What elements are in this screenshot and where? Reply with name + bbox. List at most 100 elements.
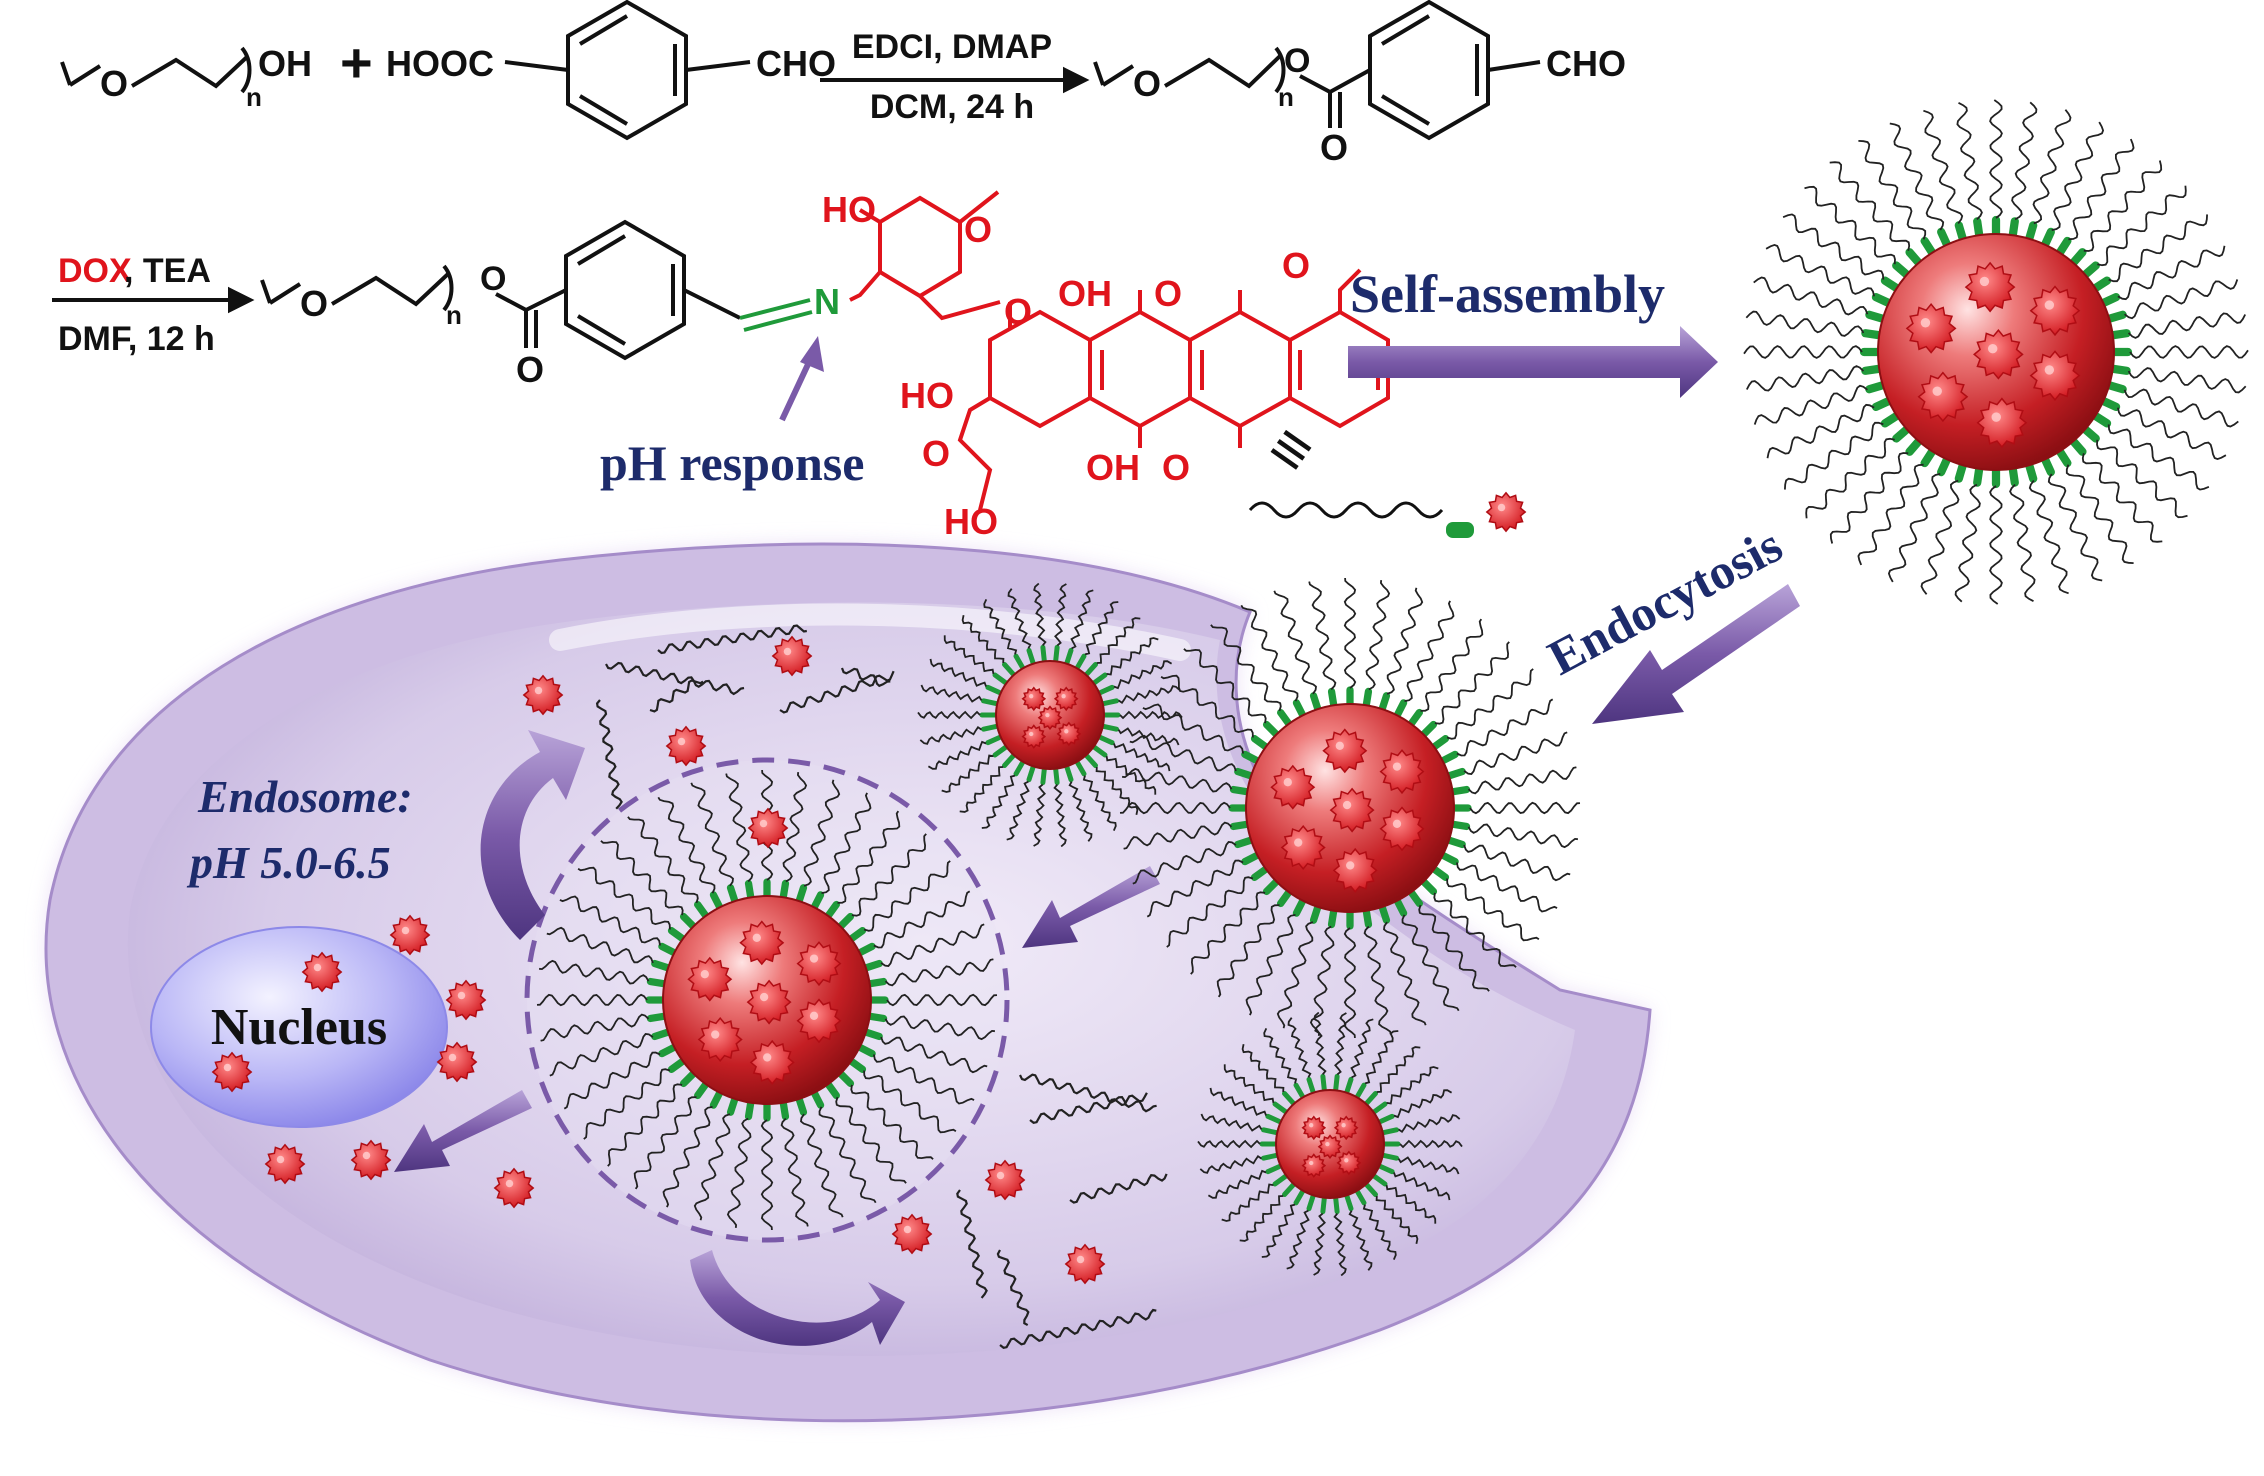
drug-molecule xyxy=(697,1017,743,1062)
drug-molecule xyxy=(1905,303,1957,354)
drug-molecule xyxy=(1973,329,2024,380)
imine-n: N xyxy=(814,281,840,322)
svg-text:O: O xyxy=(1282,245,1310,286)
polymer-chain xyxy=(1019,1073,1157,1113)
reactant1-n: n xyxy=(246,82,262,112)
polymer-legend xyxy=(1248,501,1474,538)
svg-text:O: O xyxy=(100,63,128,104)
dox-o-quinone-bottom: O xyxy=(1162,447,1190,488)
drug-molecule xyxy=(1280,825,1326,870)
endocytosis-arrow xyxy=(1592,584,1800,724)
curved-arrow-endosome xyxy=(480,730,585,940)
polymer-chain xyxy=(657,624,807,655)
micelles xyxy=(536,99,2249,1277)
product2-ester-o: O xyxy=(480,260,506,298)
drug-molecule xyxy=(796,998,842,1044)
scheme-row1-text: O OH n + HOOC CHO EDCI, DMAP DCM, 24 h O… xyxy=(100,28,1626,168)
hooc-label: HOOC xyxy=(386,43,494,84)
ph-response-arrow xyxy=(779,358,813,422)
drug-molecule xyxy=(1317,1134,1343,1160)
free-drugs xyxy=(211,491,1527,1285)
scheme-row2 xyxy=(52,219,741,361)
polymer-chain xyxy=(649,679,704,713)
micelle xyxy=(917,582,1183,848)
drug-molecule xyxy=(665,725,707,767)
equivalent-symbol: ≡ xyxy=(1256,409,1328,489)
drug-molecule xyxy=(1056,721,1082,747)
micelle xyxy=(1119,577,1581,1039)
endosome-label: Endosome: pH 5.0-6.5 xyxy=(186,771,413,888)
polymer-chain xyxy=(996,1249,1030,1327)
svg-text:O: O xyxy=(922,433,950,474)
nucleus: Nucleus xyxy=(150,926,448,1128)
arrow-to-nucleus xyxy=(394,1090,532,1172)
drug-molecule xyxy=(301,951,343,993)
drug-molecule xyxy=(1021,724,1047,749)
polymer-chain xyxy=(1069,1173,1168,1204)
polymer-chain xyxy=(956,1189,988,1299)
svg-text:O: O xyxy=(1133,63,1161,104)
dox-oh-lower: OH xyxy=(1086,447,1140,488)
svg-text:O: O xyxy=(964,209,992,250)
svg-text:O: O xyxy=(300,283,328,324)
drug-molecule xyxy=(1379,749,1425,795)
drug-molecule xyxy=(1964,261,2016,313)
self-assembly-label: Self-assembly xyxy=(1350,264,1665,324)
micelle xyxy=(1197,1011,1463,1277)
drug-molecule xyxy=(1053,686,1079,712)
product2-carbonyl-o: O xyxy=(516,349,544,390)
drug-molecule xyxy=(2029,350,2081,401)
drug-molecule xyxy=(1329,787,1375,833)
drug-molecule xyxy=(445,979,487,1021)
endocytosis-label: Endocytosis xyxy=(1539,516,1791,685)
drug-molecule xyxy=(1379,806,1425,852)
dmf-conditions: DMF, 12 h xyxy=(58,320,215,358)
drug-molecule xyxy=(2029,285,2081,337)
drug-molecule xyxy=(264,1143,306,1185)
drug-molecule xyxy=(1485,491,1527,533)
drug-molecule xyxy=(1021,686,1047,712)
drug-molecule xyxy=(1037,705,1063,731)
dox-labels: HO O O OH O O HO OH O O HO xyxy=(822,189,1310,542)
drug-molecule xyxy=(687,956,733,1002)
endocytosis-step: Endocytosis xyxy=(1539,516,1800,724)
drug-molecule xyxy=(747,807,789,849)
drug-molecule xyxy=(1332,847,1378,893)
product2-n: n xyxy=(446,300,462,330)
dox-ho-bottom: HO xyxy=(944,501,998,542)
cell-highlight xyxy=(549,603,1191,661)
polymer-chain xyxy=(840,667,891,688)
drug-molecule xyxy=(389,914,431,956)
polymer-chain xyxy=(595,699,623,810)
scheme-row1 xyxy=(60,0,1541,141)
drug-molecule xyxy=(984,1159,1026,1201)
drug-molecule xyxy=(891,1213,933,1255)
self-assembly-step: Self-assembly xyxy=(1348,264,1718,398)
arrow-into-endosome xyxy=(1022,866,1160,948)
drug-molecule xyxy=(1336,1150,1362,1176)
drug-molecule xyxy=(1917,371,1969,423)
dox-reagent: DOX xyxy=(58,252,132,290)
curved-arrow-bottom xyxy=(690,1250,905,1346)
micelle xyxy=(536,769,998,1231)
drug-molecule xyxy=(350,1139,392,1181)
dox-ho-top: HO xyxy=(822,189,876,230)
drug-molecule xyxy=(1976,397,2028,449)
drug-molecule xyxy=(1064,1243,1106,1285)
drug-molecule xyxy=(1333,1115,1359,1141)
drug-molecule xyxy=(436,1041,478,1083)
drug-molecule xyxy=(796,941,842,987)
dox-structure xyxy=(849,190,1390,511)
drug-molecule xyxy=(1270,764,1316,810)
reactant1-oh: OH xyxy=(258,43,312,84)
drug-molecule xyxy=(493,1167,535,1209)
scheme-row2-text: DOX , TEA DMF, 12 h O n O O N xyxy=(58,252,840,390)
drug-molecule xyxy=(211,1051,253,1093)
endosome-label-line1: Endosome: xyxy=(197,771,413,822)
plus-sign: + xyxy=(340,31,373,94)
micelle xyxy=(1743,99,2249,605)
polymer-chain xyxy=(605,661,745,696)
imine-bond xyxy=(739,298,813,332)
drug-molecule xyxy=(771,635,813,677)
